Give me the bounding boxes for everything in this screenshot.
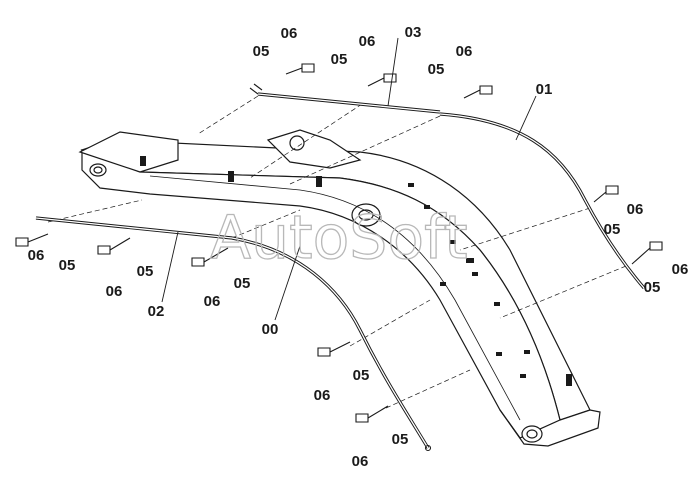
part-label-06: 06 [456, 43, 473, 60]
part-label-03: 03 [405, 24, 422, 41]
bolt-06 [97, 237, 131, 255]
part-labels: 06 05 05 06 03 06 05 01 06 05 06 05 06 05 05 06 02 06 05 00… [28, 24, 689, 470]
clamp-slot [520, 374, 526, 378]
clamp-slot [408, 183, 414, 187]
part-label-05: 05 [428, 61, 445, 78]
alignment-lines [47, 95, 627, 409]
part-label-02: 02 [148, 303, 165, 320]
boom-side-edge [149, 175, 521, 421]
pipe-end-fitting [249, 83, 263, 95]
bolt-06 [191, 247, 229, 267]
clamp-slot [524, 350, 530, 354]
boom-foot-boss [78, 131, 179, 173]
part-label-05: 05 [59, 257, 76, 274]
bolt-06 [15, 233, 49, 247]
bolt-06 [593, 185, 619, 203]
part-label-00: 00 [262, 321, 279, 338]
clamp-slot [316, 176, 322, 187]
fasteners [15, 63, 663, 423]
part-label-05: 05 [353, 367, 370, 384]
part-label-06: 06 [672, 261, 689, 278]
clamp-slot [494, 302, 500, 306]
part-label-06: 06 [627, 201, 644, 218]
clamp-slot [228, 171, 234, 182]
part-label-06: 06 [359, 33, 376, 50]
piping [35, 83, 646, 452]
clamp-slot [496, 352, 502, 356]
bolt-06 [463, 85, 493, 99]
clamp-slot [424, 205, 430, 209]
part-label-05: 05 [331, 51, 348, 68]
bolt-06 [355, 405, 389, 423]
part-label-01: 01 [536, 81, 553, 98]
part-label-06: 06 [352, 453, 369, 470]
part-label-05: 05 [253, 43, 270, 60]
part-label-05: 05 [644, 279, 661, 296]
boom-assembly [78, 129, 601, 447]
bolt-06 [367, 73, 397, 87]
part-label-06: 06 [28, 247, 45, 264]
bolt-06 [285, 63, 315, 75]
watermark: AutoSoft [210, 203, 468, 273]
part-label-05: 05 [604, 221, 621, 238]
clamp-slot [466, 258, 474, 263]
part-label-06: 06 [204, 293, 221, 310]
clamp-slot [472, 272, 478, 276]
bolt-06 [631, 241, 663, 265]
bracket-pin [289, 135, 305, 151]
part-label-05: 05 [392, 431, 409, 448]
part-label-06: 06 [106, 283, 123, 300]
clamp-slot [440, 282, 446, 286]
part-label-05: 05 [137, 263, 154, 280]
clamp-slot [450, 240, 456, 244]
pipe-end [424, 444, 432, 452]
boom-side-face [81, 149, 561, 439]
part-label-06: 06 [281, 25, 298, 42]
leaders [161, 37, 537, 321]
boom-tip-pin-hole [526, 429, 538, 439]
clamp-slot [566, 374, 572, 386]
bolt-06 [317, 341, 351, 357]
part-label-05: 05 [234, 275, 251, 292]
boom-foot-pin-hole [93, 166, 103, 174]
part-label-06: 06 [314, 387, 331, 404]
clamp-slot [140, 156, 146, 166]
